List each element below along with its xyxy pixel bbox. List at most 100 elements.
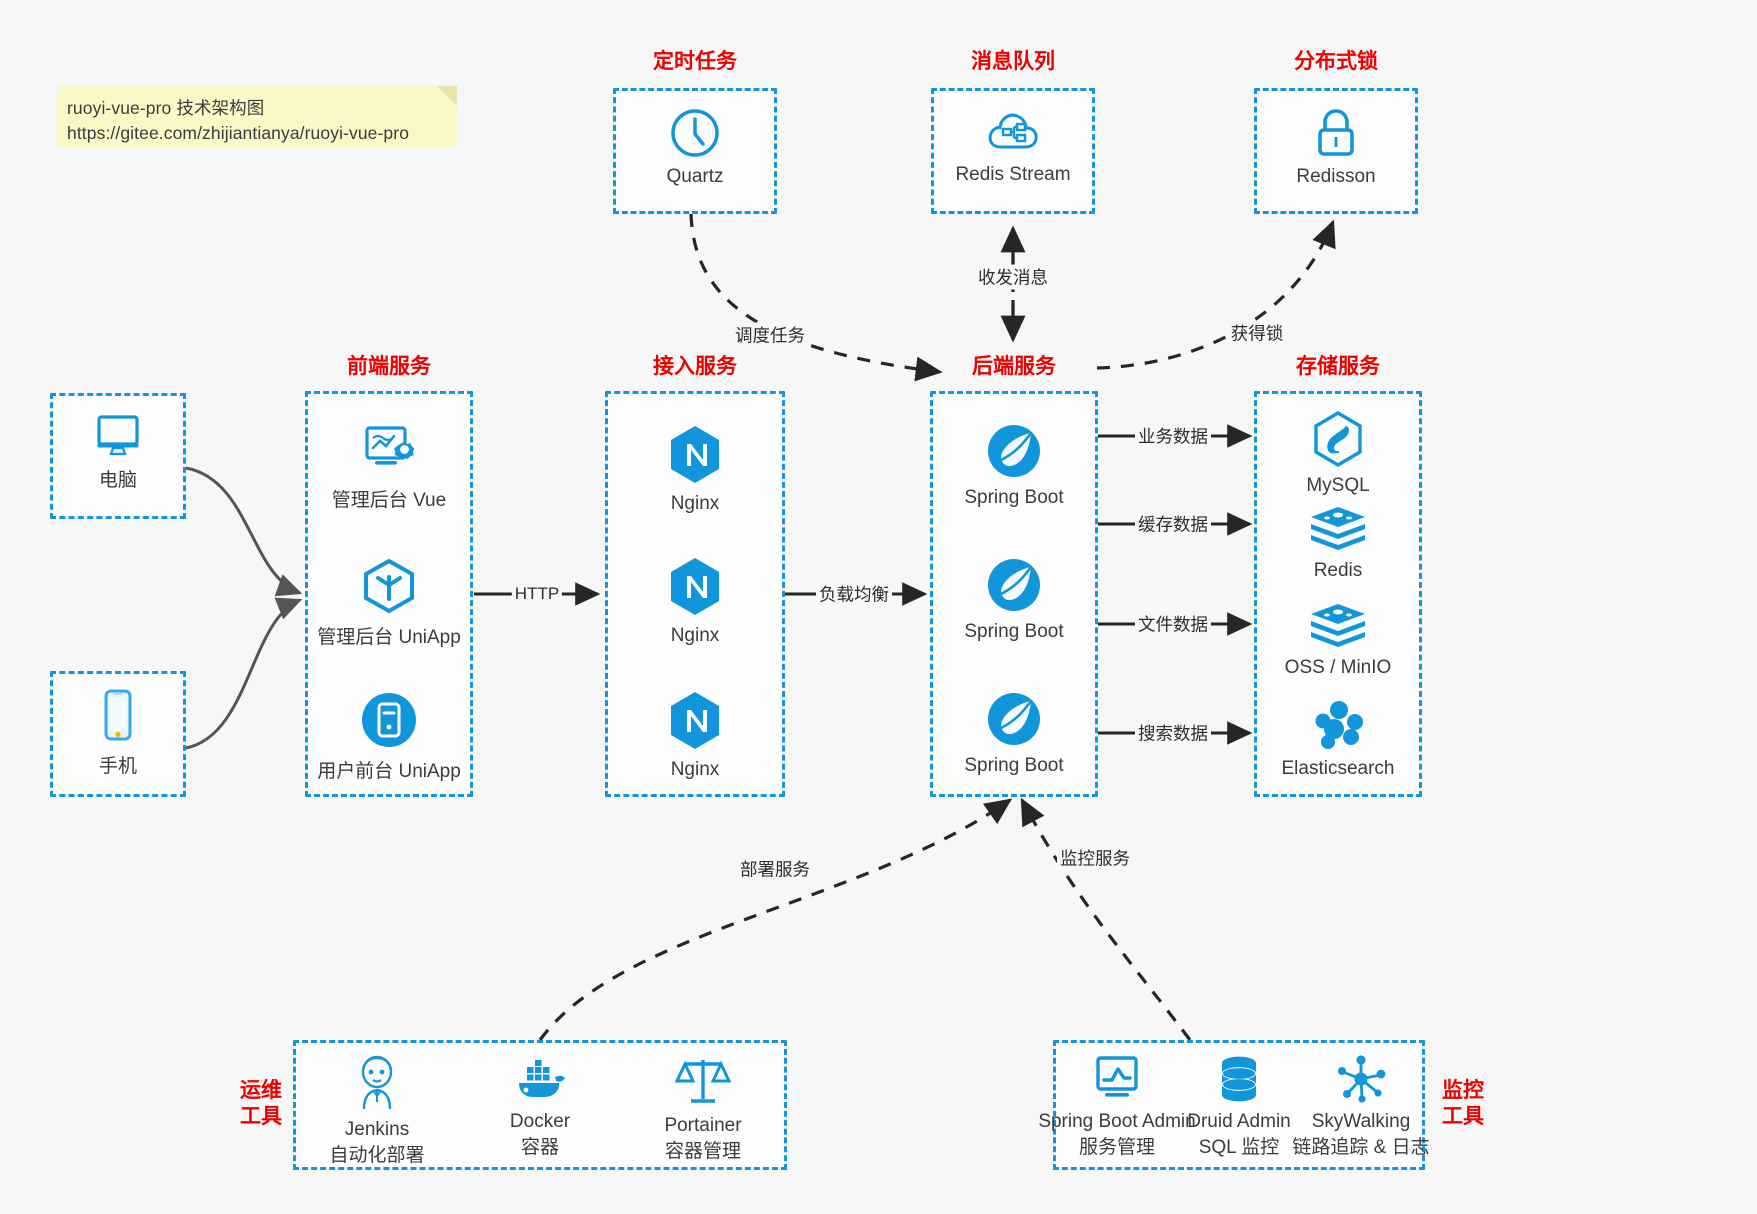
node-label: Nginx <box>670 493 720 514</box>
node-label: Quartz <box>666 166 724 187</box>
node-quartz[interactable]: Quartz <box>616 107 774 188</box>
note-fold-corner <box>437 86 457 106</box>
group-title-devops-line1: 运维 <box>240 1079 282 1102</box>
edge-label-search-data: 搜索数据 <box>1135 720 1211 746</box>
node-label: Druid Admin <box>1187 1111 1291 1132</box>
lock-icon <box>1312 107 1360 159</box>
node-springboot-2[interactable]: Spring Boot <box>933 556 1095 643</box>
group-client-pc: 电脑 <box>50 393 186 519</box>
node-admin-uniapp[interactable]: 管理后台 UniApp <box>308 557 470 649</box>
node-label: Redis <box>1313 560 1363 581</box>
node-label: Spring Boot <box>964 487 1064 508</box>
node-label: 手机 <box>98 756 137 777</box>
node-label: Spring Boot <box>964 755 1064 776</box>
node-sublabel: 自动化部署 <box>329 1144 425 1166</box>
node-label: 电脑 <box>98 470 137 491</box>
node-label: Redisson <box>1296 166 1376 187</box>
group-title-devops-line2: 工具 <box>240 1105 282 1129</box>
group-message-queue: Redis Stream <box>931 88 1095 214</box>
group-title-monitor-line2: 工具 <box>1442 1105 1484 1129</box>
node-label: Spring Boot <box>964 621 1064 642</box>
group-title-frontend: 前端服务 <box>347 355 431 378</box>
edge-label-schedule-task: 调度任务 <box>732 322 808 348</box>
group-client-phone: 手机 <box>50 671 186 797</box>
cube-icon <box>360 557 418 615</box>
node-label: Spring Boot Admin <box>1038 1111 1196 1132</box>
nginx-icon <box>666 556 724 618</box>
node-mysql[interactable]: MySQL <box>1257 410 1419 497</box>
group-scheduled-task: Quartz <box>613 88 777 214</box>
clock-icon <box>669 107 721 159</box>
group-title-message-queue: 消息队列 <box>971 50 1055 73</box>
node-sublabel: SQL 监控 <box>1198 1136 1280 1158</box>
node-docker[interactable]: Docker 容器 <box>296 1055 784 1160</box>
elasticsearch-icon <box>1310 699 1366 751</box>
docker-whale-icon <box>511 1055 569 1103</box>
node-nginx-1[interactable]: Nginx <box>608 424 782 515</box>
node-oss-minio[interactable]: OSS / MinIO <box>1257 602 1419 679</box>
node-druid-admin[interactable]: Druid Admin SQL 监控 <box>1056 1055 1422 1160</box>
spring-leaf-icon <box>985 690 1043 748</box>
node-label: Portainer <box>664 1115 742 1136</box>
group-title-gateway: 接入服务 <box>653 355 737 378</box>
note-line-title: ruoyi-vue-pro 技术架构图 <box>67 98 265 118</box>
group-monitor-tools: Spring Boot Admin 服务管理 Druid Admin SQL 监… <box>1038 1040 1430 1170</box>
node-redis-stream[interactable]: Redis Stream <box>934 107 1092 186</box>
edge-label-cache-data: 缓存数据 <box>1135 511 1211 537</box>
node-skywalking[interactable]: SkyWalking 链路追踪 & 日志 <box>1178 1055 1544 1160</box>
jenkins-butler-icon <box>351 1055 403 1111</box>
node-label: 管理后台 Vue <box>331 490 447 511</box>
node-label: Nginx <box>670 625 720 646</box>
group-gateway: Nginx Nginx Nginx <box>605 391 785 797</box>
group-title-distributed-lock: 分布式锁 <box>1294 50 1378 73</box>
node-springboot-1[interactable]: Spring Boot <box>933 422 1095 509</box>
note-line-url: https://gitee.com/zhijiantianya/ruoyi-vu… <box>67 123 410 144</box>
cloud-queue-icon <box>986 107 1040 157</box>
group-title-devops: 运维 工具 <box>228 1078 294 1131</box>
node-label: MySQL <box>1306 475 1370 496</box>
node-sublabel: 链路追踪 & 日志 <box>1292 1136 1430 1158</box>
app-icon <box>360 691 418 749</box>
redis-stack-icon <box>1309 505 1367 553</box>
node-label: Docker <box>509 1111 571 1132</box>
dashboard-icon <box>359 422 419 478</box>
nginx-icon <box>666 424 724 486</box>
node-label: Nginx <box>670 759 720 780</box>
edge-label-load-balance: 负载均衡 <box>816 581 892 607</box>
node-elasticsearch[interactable]: Elasticsearch <box>1257 699 1419 780</box>
mysql-dolphin-icon <box>1310 410 1366 468</box>
sticky-note: ruoyi-vue-pro 技术架构图 https://gitee.com/zh… <box>57 86 457 147</box>
group-frontend: 管理后台 Vue 管理后台 UniApp 用户前台 UniApp <box>305 391 473 797</box>
node-label: SkyWalking <box>1311 1111 1411 1132</box>
spring-leaf-icon <box>985 422 1043 480</box>
network-nodes-icon <box>1335 1055 1387 1103</box>
node-admin-vue[interactable]: 管理后台 Vue <box>308 422 470 512</box>
group-title-scheduled-task: 定时任务 <box>653 50 737 73</box>
node-label: 管理后台 UniApp <box>317 627 461 648</box>
node-redisson[interactable]: Redisson <box>1257 107 1415 188</box>
node-sublabel: 服务管理 <box>1078 1136 1155 1158</box>
node-portainer[interactable]: Portainer 容器管理 <box>459 1055 947 1164</box>
node-redis[interactable]: Redis <box>1257 505 1419 582</box>
group-title-monitor-line1: 监控 <box>1442 1079 1484 1102</box>
edge-label-file-data: 文件数据 <box>1135 611 1211 637</box>
nginx-icon <box>666 690 724 752</box>
edge-label-send-receive-message: 收发消息 <box>975 264 1051 290</box>
node-nginx-3[interactable]: Nginx <box>608 690 782 781</box>
node-nginx-2[interactable]: Nginx <box>608 556 782 647</box>
monitor-chart-icon <box>1089 1055 1145 1103</box>
node-spring-boot-admin[interactable]: Spring Boot Admin 服务管理 <box>934 1055 1300 1160</box>
edge-label-monitor-service: 监控服务 <box>1057 845 1133 871</box>
node-phone[interactable]: 手机 <box>53 688 183 778</box>
node-jenkins[interactable]: Jenkins 自动化部署 <box>133 1055 621 1168</box>
group-title-monitor: 监控 工具 <box>1430 1078 1496 1131</box>
edge-label-http: HTTP <box>511 584 563 604</box>
scales-icon <box>674 1055 732 1107</box>
node-user-uniapp[interactable]: 用户前台 UniApp <box>308 691 470 783</box>
node-sublabel: 容器 <box>520 1136 559 1158</box>
node-label: Elasticsearch <box>1281 758 1395 779</box>
node-springboot-3[interactable]: Spring Boot <box>933 690 1095 777</box>
node-pc[interactable]: 电脑 <box>53 412 183 492</box>
